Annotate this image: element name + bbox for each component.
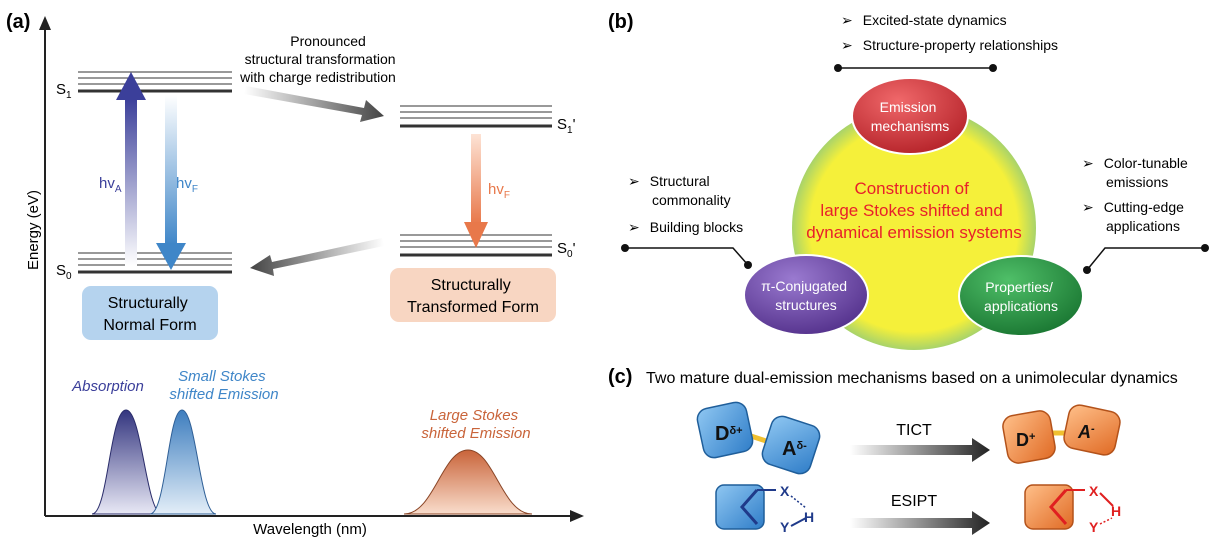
hv-f-label: hvF <box>176 175 198 195</box>
center-text: Construction of large Stokes shifted and… <box>806 179 1021 242</box>
s0-label: S0 <box>56 262 72 282</box>
x-axis-label: Wavelength (nm) <box>253 521 367 537</box>
svg-text:Y: Y <box>780 519 790 535</box>
transformed-form-box <box>390 268 556 322</box>
svg-text:Dδ+: Dδ+ <box>715 423 743 445</box>
svg-text:H: H <box>1111 503 1121 519</box>
normal-form-box <box>82 286 218 340</box>
right-connector <box>1086 247 1205 271</box>
svg-text:A-: A- <box>1077 422 1095 442</box>
tict-arrow <box>850 438 990 462</box>
s1p-levels <box>400 105 552 128</box>
top-bullet-2: ➢Structure-property relationships <box>841 37 1058 53</box>
properties-node <box>958 255 1084 337</box>
tict-orange-molecule: D+ A- <box>1002 404 1121 464</box>
panel-a: (a) Energy (eV) Wavelength (nm) S1 S0 <box>6 11 584 537</box>
panel-c-title: Two mature dual-emission mechanisms base… <box>646 370 1178 387</box>
panel-c-tag: (c) <box>608 366 632 388</box>
left-bullet-1: ➢Structural commonality <box>628 173 731 208</box>
s1-levels <box>78 71 232 93</box>
x-axis-arrowhead <box>570 510 584 522</box>
transformed-fluorescence-arrow <box>464 134 488 248</box>
panel-b: (b) ➢Excited-state dynamics ➢Structure-p… <box>608 11 1209 350</box>
s0-levels <box>78 252 232 274</box>
esipt-orange-molecule: X Y H <box>1024 483 1121 535</box>
left-connector <box>625 247 749 266</box>
emission-mechanisms-label: Emission mechanisms <box>871 99 950 134</box>
panel-a-tag: (a) <box>6 11 30 33</box>
left-bullet-2: ➢Building blocks <box>628 219 743 235</box>
small-stokes-peak <box>149 409 217 515</box>
small-stokes-label: Small Stokes shifted Emission <box>169 368 278 403</box>
esipt-label: ESIPT <box>891 493 937 510</box>
hv-f2-label: hvF <box>488 181 510 201</box>
y-axis-arrowhead <box>39 16 51 30</box>
tict-label: TICT <box>896 422 932 439</box>
svg-text:H: H <box>804 509 814 525</box>
svg-text:X: X <box>780 483 790 499</box>
emission-mechanisms-node <box>851 77 969 155</box>
esipt-blue-molecule: X Y H <box>715 483 814 535</box>
transformed-form-label: Structurally Transformed Form <box>407 277 539 316</box>
transformation-text: Pronounced structural transformation wit… <box>239 33 399 85</box>
svg-text:Aδ-: Aδ- <box>782 438 807 460</box>
large-stokes-label: Large Stokes shifted Emission <box>421 407 530 442</box>
transformation-arrow <box>244 86 384 122</box>
panel-b-tag: (b) <box>608 11 634 33</box>
large-stokes-peak <box>403 449 533 515</box>
s1-label: S1 <box>56 81 72 101</box>
pi-structures-label: π-Conjugated structures <box>761 278 851 313</box>
fluorescence-arrow <box>156 95 186 270</box>
absorption-arrow <box>116 72 146 266</box>
svg-text:Y: Y <box>1089 519 1099 535</box>
properties-label: Properties/ applications <box>984 279 1058 314</box>
svg-text:X: X <box>1089 483 1099 499</box>
s0-prime-label: S0' <box>557 240 576 260</box>
panel-c: (c) Two mature dual-emission mechanisms … <box>608 366 1178 535</box>
right-bullet-2: ➢Cutting-edge applications <box>1082 199 1188 234</box>
relaxation-arrow <box>250 238 384 276</box>
svg-text:D+: D+ <box>1016 430 1035 450</box>
y-axis-label: Energy (eV) <box>25 190 42 270</box>
normal-form-label: Structurally Normal Form <box>103 295 196 334</box>
s1-prime-label: S1' <box>557 116 576 136</box>
top-bullet-1: ➢Excited-state dynamics <box>841 12 1007 28</box>
esipt-arrow <box>850 511 990 535</box>
absorption-peak <box>91 409 163 515</box>
hv-a-label: hvA <box>99 175 122 195</box>
right-bullet-1: ➢Color-tunable emissions <box>1082 155 1192 190</box>
tict-blue-molecule: Dδ+ Aδ- <box>696 401 821 475</box>
absorption-label: Absorption <box>71 378 144 395</box>
pi-structures-node <box>743 254 869 336</box>
